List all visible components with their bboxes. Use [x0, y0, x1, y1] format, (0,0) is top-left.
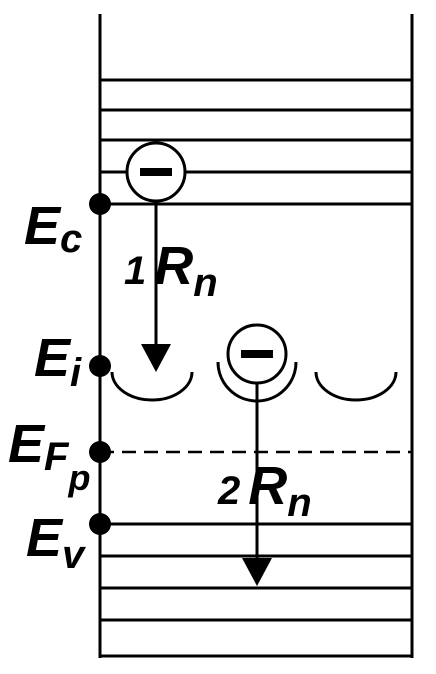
transition-1-arrow — [141, 200, 171, 372]
ec-label: Ec — [24, 196, 82, 261]
efp-label: EFp — [8, 414, 90, 498]
ev-marker — [89, 513, 111, 535]
trap-cup-1 — [110, 371, 194, 402]
ei-marker — [89, 355, 111, 377]
ec-marker — [89, 193, 111, 215]
ei-label: Ei — [34, 328, 82, 395]
ev-label: Ev — [26, 508, 87, 577]
efp-marker — [89, 441, 111, 463]
electron-2 — [226, 323, 288, 385]
electron-1 — [125, 141, 187, 203]
transition-2-arrow — [242, 380, 272, 586]
trap-cup-3 — [314, 371, 398, 402]
